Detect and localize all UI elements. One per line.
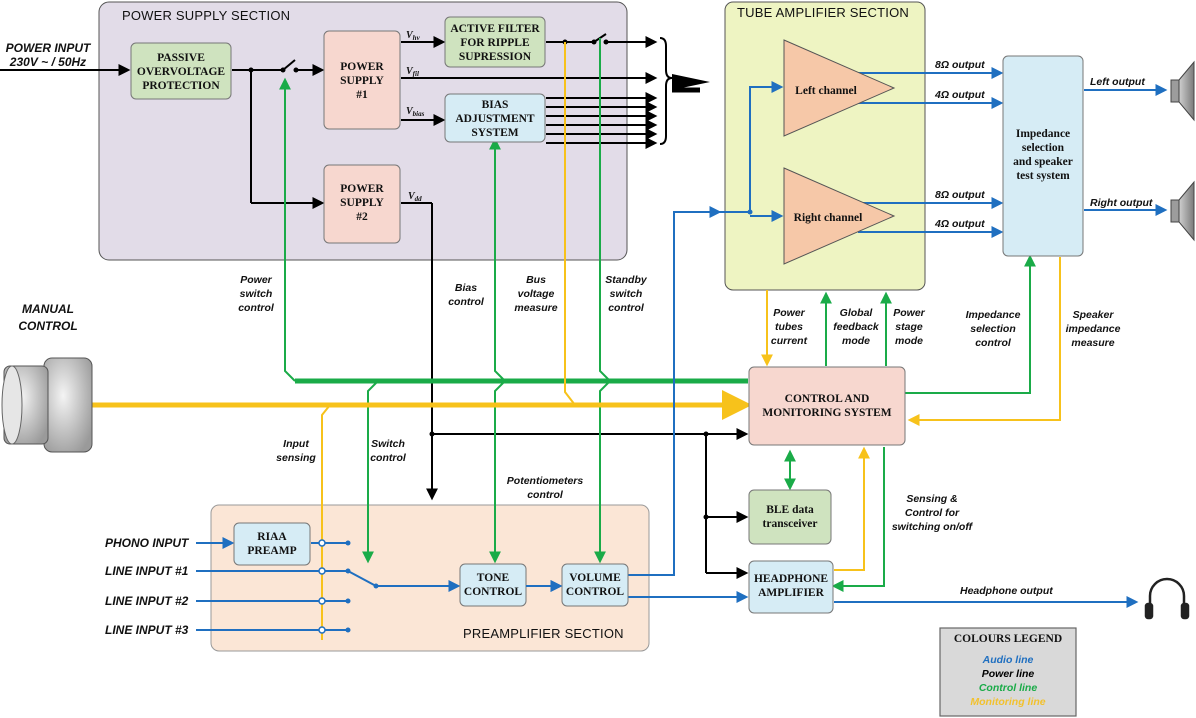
manual-control-knob-icon xyxy=(1,357,93,453)
headphone-output-label: Headphone output xyxy=(960,585,1053,597)
switch-contact xyxy=(603,39,609,45)
switch-contact xyxy=(293,67,299,73)
junction-dot xyxy=(703,514,709,520)
control-lines xyxy=(279,38,1036,592)
junction-dot xyxy=(429,431,435,437)
line-input-3-label: LINE INPUT #3 xyxy=(105,623,189,637)
vfil-label: Vfil xyxy=(406,66,419,78)
left-channel-amplifier: Left channel xyxy=(783,39,896,137)
right-speaker-icon xyxy=(1170,180,1195,242)
right-4ohm-output-label: 4Ω output xyxy=(934,218,985,230)
svg-text:Left channel: Left channel xyxy=(795,85,857,97)
left-4ohm-output-label: 4Ω output xyxy=(934,89,985,101)
monitoring-lines xyxy=(92,42,1061,640)
colours-legend: COLOURS LEGEND Audio line Power line Con… xyxy=(939,627,1077,717)
svg-text:Right channel: Right channel xyxy=(794,212,863,224)
line-input-1-label: LINE INPUT #1 xyxy=(105,564,189,578)
line-input-2-label: LINE INPUT #2 xyxy=(105,594,189,608)
junction-dot xyxy=(248,67,254,73)
right-channel-amplifier: Right channel xyxy=(783,167,896,265)
vdd-label: Vdd xyxy=(408,191,422,203)
tube-amplifier-section: TUBE AMPLIFIER SECTION xyxy=(724,1,926,291)
left-output-label: Left output xyxy=(1090,76,1145,88)
legend-monitoring-line: Monitoring line xyxy=(970,696,1045,708)
switch-contact xyxy=(280,67,286,73)
input-contacts xyxy=(318,209,753,634)
left-8ohm-output-label: 8Ω output xyxy=(935,59,985,71)
left-speaker-icon xyxy=(1170,60,1195,122)
tube-amplifier-section-title: TUBE AMPLIFIER SECTION xyxy=(737,5,909,20)
junction-dot xyxy=(703,431,709,437)
right-8ohm-output-label: 8Ω output xyxy=(935,189,985,201)
legend-power-line: Power line xyxy=(982,668,1035,680)
switch-contact xyxy=(591,39,597,45)
headphones-icon xyxy=(1144,577,1190,620)
power-bus-arrow-icon xyxy=(672,74,710,90)
vhv-label: Vhv xyxy=(406,30,421,42)
power-supply-section-title: POWER SUPPLY SECTION xyxy=(122,8,290,23)
legend-control-line: Control line xyxy=(979,682,1037,694)
legend-title: COLOURS LEGEND xyxy=(954,633,1062,645)
legend-audio-line: Audio line xyxy=(982,654,1034,666)
right-output-label: Right output xyxy=(1090,197,1153,209)
preamplifier-section-title: PREAMPLIFIER SECTION xyxy=(463,626,624,641)
vbias-label: Vbias xyxy=(406,106,425,118)
phono-input-label: PHONO INPUT xyxy=(105,536,190,550)
